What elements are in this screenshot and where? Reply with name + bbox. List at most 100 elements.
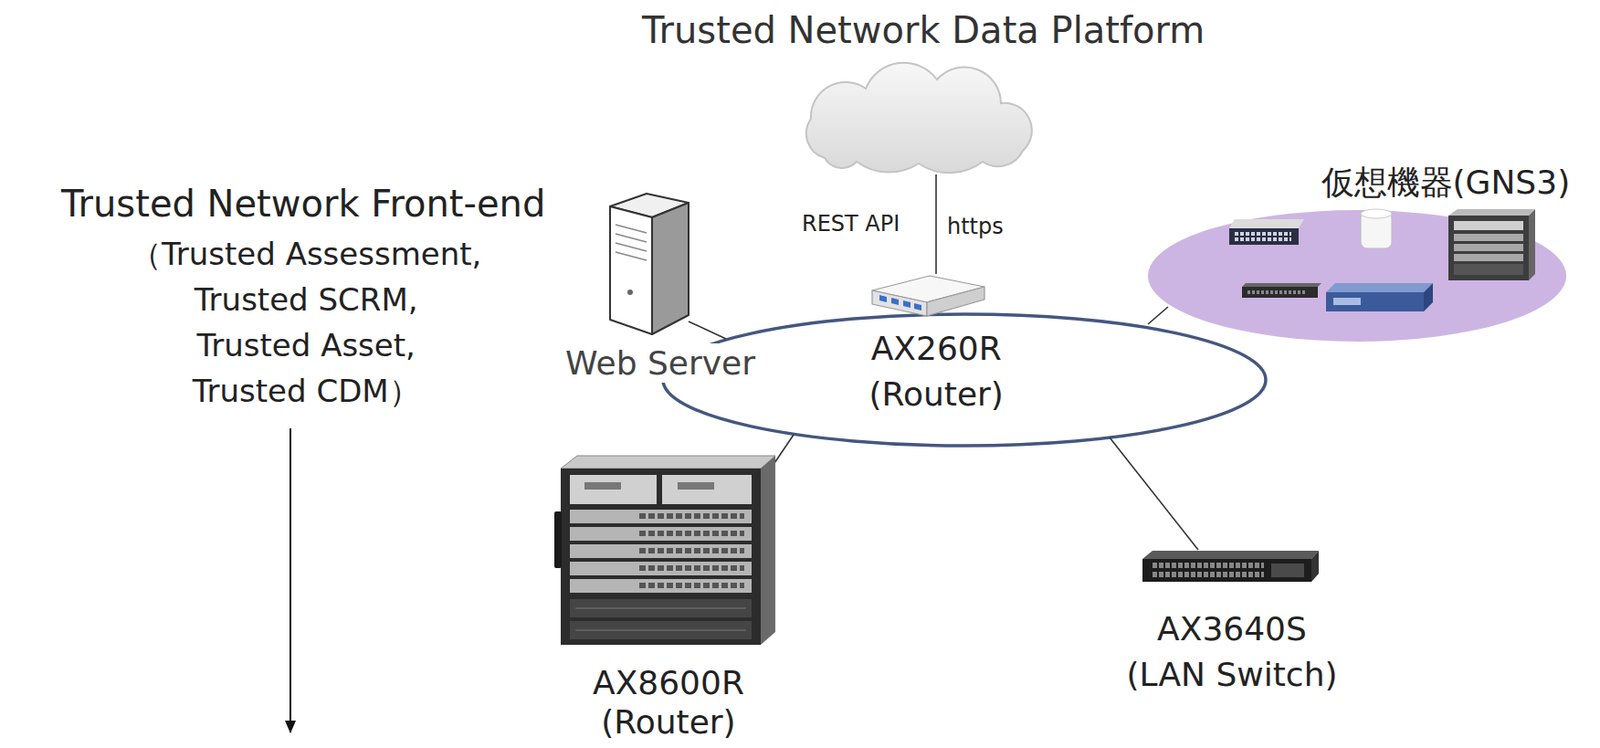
router-ax8600r-chassis-part	[677, 482, 715, 490]
switch-ax3640s-icon-part	[1152, 571, 1264, 578]
router-ax8600r-chassis-part	[662, 474, 752, 505]
router-ax8600r-chassis-part-part	[575, 629, 747, 632]
router-ax260r-icon-part	[879, 294, 887, 303]
flow-arrow-part	[289, 428, 292, 733]
router-ax8600r-chassis-part	[569, 599, 752, 618]
router-ax8600r-chassis-part-part	[639, 565, 745, 571]
area-label: 仮想機器(GNS3)	[1321, 162, 1571, 202]
virtual-devices-area: 仮想機器(GNS3)	[1147, 210, 1567, 342]
virtual-chassis-icon-part	[1448, 215, 1529, 281]
switch-ax3640s-icon-part	[1271, 563, 1305, 578]
web-server-icon-part	[615, 242, 647, 252]
router-ax8600r-chassis-part-part	[575, 607, 747, 610]
frontend-title: Trusted Network Front-end	[61, 181, 546, 226]
router-ax260r-icon-part	[926, 286, 985, 316]
network-wire-part	[1147, 306, 1169, 325]
virtual-chassis-icon-part	[1448, 209, 1536, 216]
virtual-appliance-icon-part	[1333, 297, 1361, 306]
router-ax8600r-chassis-part	[569, 578, 752, 593]
virtual-access-point-icon	[1360, 209, 1392, 249]
router-ax260r-icon-part	[914, 303, 922, 311]
router-ax260r-icon-part	[872, 290, 927, 316]
router-ax8600r-chassis-part	[560, 455, 776, 469]
router-ax8600r-chassis-part	[569, 526, 752, 541]
web-server-icon	[610, 193, 689, 335]
router-ax8600r-chassis-part	[639, 515, 745, 586]
device-label: Web Server	[561, 343, 759, 383]
virtual-appliance-icon-part	[1423, 283, 1433, 312]
web-server-icon-part	[615, 224, 647, 233]
virtual-small-switch-icon-part	[1247, 290, 1306, 295]
router-ax8600r-chassis-part	[760, 455, 776, 645]
web-server-icon-part	[610, 206, 653, 335]
router-ax8600r-chassis-part	[569, 544, 752, 558]
switch-ax3640s: AX3640S (LAN Switch)	[1132, 547, 1334, 699]
network-wire-part	[774, 434, 794, 464]
connector-line	[935, 174, 937, 274]
virtual-small-switch-icon	[1242, 283, 1322, 298]
router-ax260r: AX260R (Router)	[858, 273, 1014, 421]
virtual-chassis-icon-part	[1453, 253, 1524, 262]
web-server: Web Server	[547, 193, 777, 386]
virtual-access-point-icon-part	[1360, 211, 1392, 249]
switch-ax3640s-icon-part	[1152, 562, 1264, 569]
switch-ax3640s-icon-part	[1142, 558, 1312, 582]
virtual-switch-icon-part	[1234, 237, 1292, 242]
router-ax8600r-chassis-part	[569, 474, 657, 505]
web-server-icon-part	[615, 252, 647, 261]
virtual-chassis-icon-part	[1453, 221, 1524, 231]
router-ax8600r-chassis-part-part	[639, 582, 745, 589]
virtual-chassis-icon	[1448, 209, 1536, 281]
virtual-access-point-icon-part	[1360, 209, 1392, 219]
virtual-appliance-icon-part	[1326, 283, 1433, 293]
virtual-switch-icon-part	[1229, 228, 1299, 245]
virtual-chassis-icon-part	[1453, 243, 1524, 252]
router-ax8600r-chassis-part	[560, 468, 761, 645]
virtual-small-switch-icon-part	[1242, 283, 1322, 287]
router-ax8600r-chassis-part	[575, 608, 747, 631]
virtual-switch-icon-part	[1229, 219, 1305, 229]
router-ax8600r: AX8600R (Router)	[552, 453, 786, 748]
router-ax8600r-chassis-part	[584, 482, 622, 490]
cloud-outline	[783, 59, 1046, 175]
ellipse-outline	[1147, 210, 1567, 342]
router-ax8600r-chassis-part	[569, 561, 752, 576]
switch-ax3640s-icon-part	[1311, 550, 1319, 582]
protocol-label: https	[947, 213, 1004, 241]
router-ax8600r-chassis-part-part	[639, 513, 745, 519]
device-label: AX8600R (Router)	[592, 663, 745, 742]
area-ellipse	[1147, 210, 1567, 342]
frontend-modules: （Trusted Assessment, Trusted SCRM, Trust…	[130, 231, 482, 415]
switch-ax3640s-icon-part	[1142, 550, 1319, 559]
device-label: AX3640S (LAN Switch)	[1126, 606, 1338, 699]
cloud-shape	[806, 63, 1032, 174]
web-server-icon-part	[652, 202, 689, 335]
virtual-chassis-icon-part	[1453, 263, 1524, 275]
router-ax260r-icon-part	[891, 297, 899, 306]
network-wire-part	[688, 321, 727, 339]
virtual-chassis-icon-part	[1453, 233, 1524, 242]
router-ax8600r-chassis-part	[569, 509, 752, 524]
router-ax8600r-chassis	[554, 455, 776, 645]
device-label: AX260R (Router)	[869, 326, 1004, 419]
virtual-chassis-icon-part	[1528, 209, 1536, 281]
platform-title: Trusted Network Data Platform	[642, 8, 1205, 53]
virtual-small-switch-icon-part	[1242, 286, 1318, 298]
cloud-platform: Trusted Network Data Platform	[783, 59, 1046, 175]
router-ax8600r-chassis-part	[569, 621, 752, 640]
virtual-switch-icon-part	[1234, 231, 1292, 236]
router-ax260r-icon	[872, 275, 985, 316]
router-ax260r-icon-part	[903, 300, 911, 308]
network-wire-part	[1109, 437, 1199, 550]
router-ax8600r-chassis-part	[554, 511, 562, 569]
edge-label: REST API	[801, 210, 900, 238]
virtual-appliance-icon-part	[1326, 292, 1424, 312]
flow-arrow	[290, 428, 292, 733]
virtual-appliance-icon	[1326, 283, 1433, 312]
virtual-switch-icon	[1229, 219, 1305, 245]
web-server-icon-part	[627, 289, 633, 295]
switch-ax3640s-icon	[1142, 550, 1319, 582]
router-ax8600r-chassis-part-part	[639, 547, 745, 554]
router-ax8600r-chassis-part-part	[639, 530, 745, 537]
